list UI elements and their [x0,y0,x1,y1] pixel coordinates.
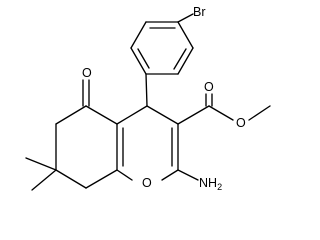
bond-aryl-c4 [145,73,148,107]
bond-c-nh2 [177,169,199,181]
bond [55,169,87,189]
double-bond-inner [173,48,187,70]
chemical-structure-drawing: Br O O O O NH2 [25,5,271,192]
bromophenyl-ring [130,13,194,75]
ring-oxygen-label: O [142,176,152,190]
bromine-atom-label: Br [193,5,206,19]
double-bond-inner [137,48,150,69]
carbonyl-oxygen-label: O [204,80,214,94]
bond [116,169,133,181]
amine-label: NH2 [199,176,222,192]
bond-methyl [31,169,57,191]
bond [116,105,148,125]
bond [208,105,234,121]
bond [85,169,118,189]
amine-subscript: 2 [217,182,222,192]
pyran-ring [116,105,179,181]
ester-oxygen-label: O [236,116,246,130]
bond [55,105,87,125]
bond [85,105,118,125]
bond-methyl [25,157,57,171]
bond [130,47,147,75]
cyclohexanone-ring [25,79,118,191]
bond [161,169,179,181]
bond [177,47,194,75]
bond [177,105,210,125]
bond [130,21,147,49]
bond [146,105,179,125]
bond [177,21,194,49]
bond-c-br [177,13,194,23]
ketone-oxygen-label: O [82,66,92,80]
bond-o-methyl [248,105,271,121]
amine-nh-text: NH [199,176,217,190]
methyl-ester-group [177,93,271,125]
